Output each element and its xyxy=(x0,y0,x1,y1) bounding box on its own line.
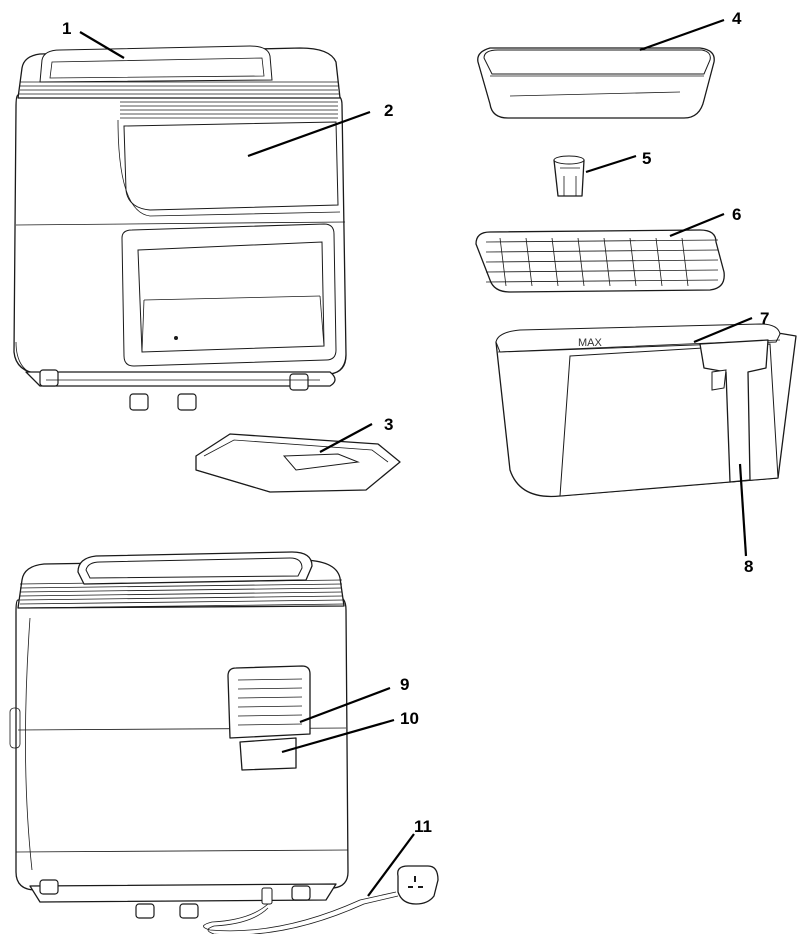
max-fill-label: MAX xyxy=(578,337,603,349)
callout-label-1: 1 xyxy=(62,19,71,38)
top-tray xyxy=(478,48,714,118)
air-fryer-rear-view xyxy=(10,552,438,934)
callout-label-11: 11 xyxy=(414,817,432,836)
callout-label-4: 4 xyxy=(732,9,742,28)
callout-label-8: 8 xyxy=(744,557,753,576)
callout-label-2: 2 xyxy=(384,101,393,120)
callout-label-9: 9 xyxy=(400,675,409,694)
callout-5: 5 xyxy=(586,149,651,172)
air-fryer-front-view xyxy=(14,46,346,410)
grid-rack xyxy=(476,230,724,292)
basket xyxy=(496,324,796,496)
callout-4: 4 xyxy=(640,9,742,50)
callout-label-10: 10 xyxy=(400,709,419,728)
callout-label-6: 6 xyxy=(732,205,741,224)
drip-tray xyxy=(196,434,400,492)
callout-label-7: 7 xyxy=(760,309,769,328)
cylinder-part xyxy=(554,156,584,196)
callout-label-5: 5 xyxy=(642,149,651,168)
callout-label-3: 3 xyxy=(384,415,393,434)
